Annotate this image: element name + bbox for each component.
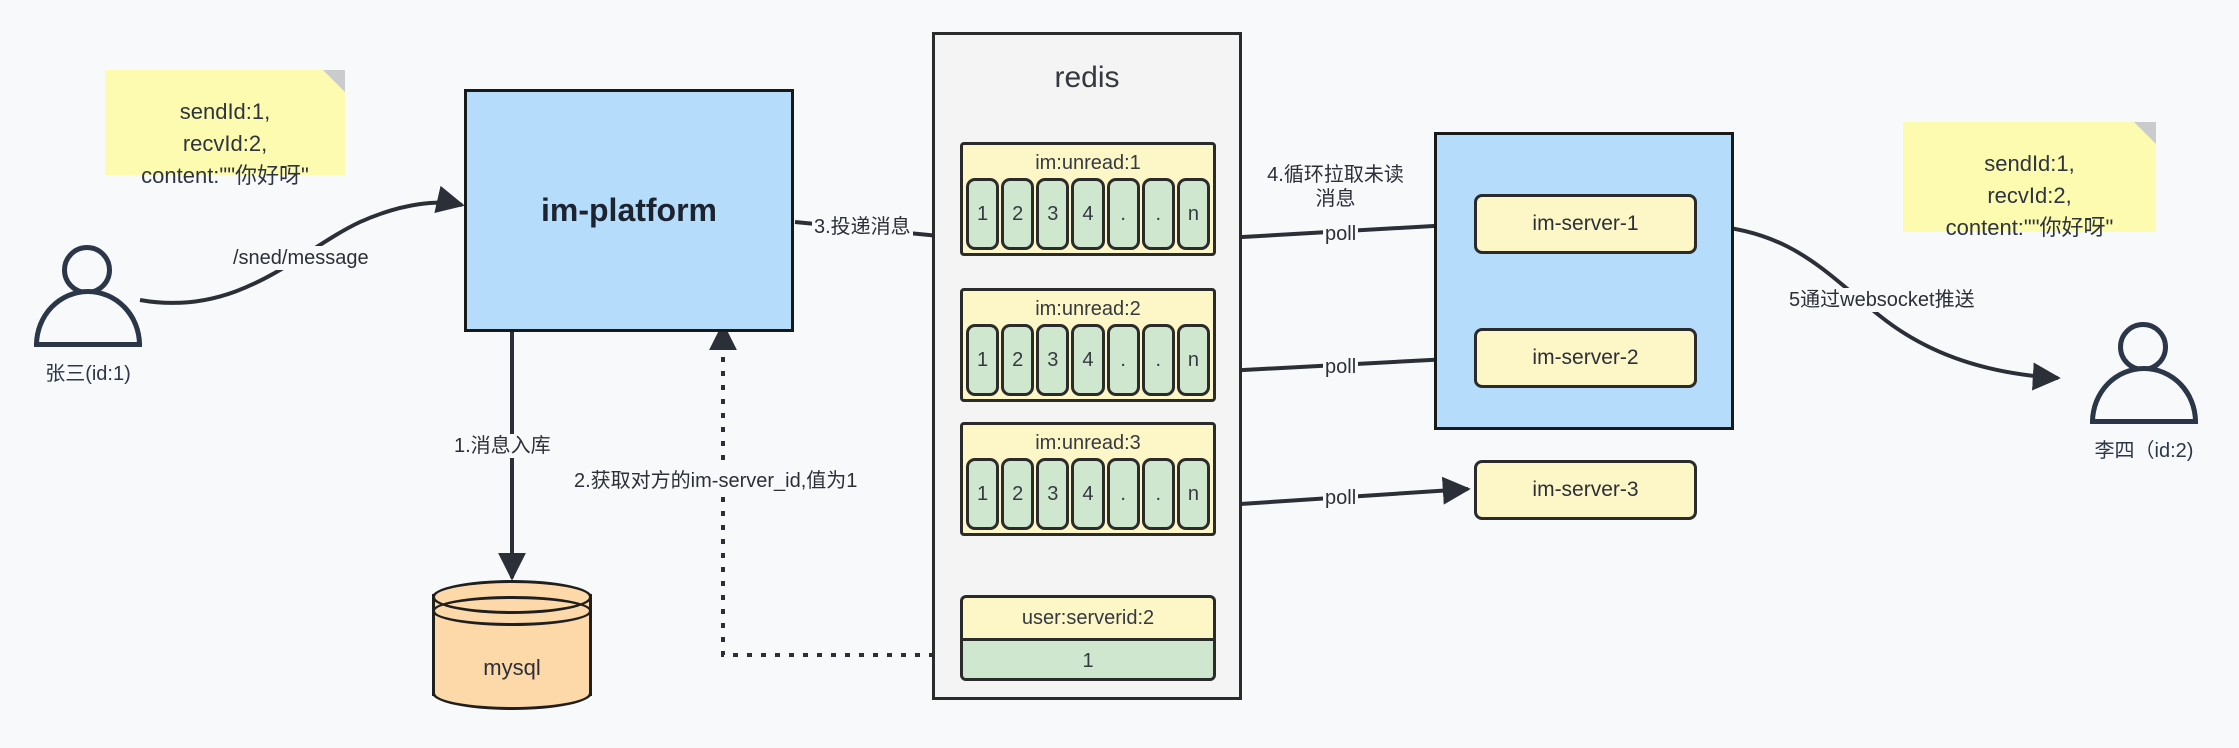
sticky-note-push: sendId:1, recvId:2, content:""你好呀" [1903, 122, 2156, 240]
queue-cell: 2 [1001, 178, 1035, 250]
im-server-2-box[interactable]: im-server-2 [1474, 328, 1697, 388]
queue-cell: . [1141, 324, 1175, 396]
im-server-label: im-server-2 [1532, 346, 1639, 369]
queue-cell: 1 [966, 324, 1000, 396]
queue-cell: 3 [1036, 178, 1070, 250]
actor-head-icon [2118, 322, 2168, 372]
edge-label-poll-2: poll [1323, 355, 1359, 380]
note-fold-icon [2134, 122, 2156, 144]
queue-cell: . [1106, 324, 1140, 396]
edge-label-step5: 5通过websocket推送 [1787, 288, 1977, 313]
actor-body-icon [34, 289, 142, 347]
actor-head-icon [62, 245, 112, 295]
queue-key-label: im:unread:3 [1035, 432, 1141, 454]
queue-cells: 1 2 3 4 . . n [963, 178, 1213, 250]
queue-cell: 1 [966, 178, 1000, 250]
im-server-3-box[interactable]: im-server-3 [1474, 460, 1697, 520]
redis-queue-1[interactable]: im:unread:1 1 2 3 4 . . n [960, 142, 1216, 256]
note-fold-icon [323, 70, 345, 92]
queue-cell: . [1141, 458, 1175, 530]
note-line: sendId:1, [179, 99, 271, 124]
queue-cell: 3 [1036, 458, 1070, 530]
queue-cell: . [1141, 178, 1175, 250]
mysql-datastore[interactable]: mysql [432, 580, 592, 710]
actor-figure-icon [2084, 322, 2204, 426]
queue-cell: n [1176, 178, 1210, 250]
note-line: recvId:2, [182, 130, 268, 156]
queue-cell: 4 [1071, 458, 1105, 530]
queue-cell: . [1106, 178, 1140, 250]
queue-cells: 1 2 3 4 . . n [963, 458, 1213, 530]
queue-cell: 2 [1001, 458, 1035, 530]
redis-kv-user-serverid[interactable]: user:serverid:2 1 [960, 595, 1216, 681]
kv-value-label: 1 [963, 641, 1213, 678]
im-server-1-box[interactable]: im-server-1 [1474, 194, 1697, 254]
queue-cell: 2 [1001, 324, 1035, 396]
im-platform-box[interactable]: im-platform [464, 89, 794, 332]
queue-cell: n [1176, 324, 1210, 396]
edge-label-step1: 1.消息入库 [452, 434, 553, 459]
queue-cell: 4 [1071, 178, 1105, 250]
im-server-label: im-server-1 [1532, 212, 1639, 235]
sticky-note-request: sendId:1, recvId:2, content:""你好呀" [105, 70, 345, 188]
note-line: content:""你好呀" [1945, 214, 2114, 240]
im-server-label: im-server-3 [1532, 478, 1639, 501]
queue-cell: 1 [966, 458, 1000, 530]
queue-cell: 4 [1071, 324, 1105, 396]
actor-body-icon [2090, 366, 2198, 424]
redis-title: redis [1054, 61, 1120, 94]
cylinder-lip [432, 596, 592, 626]
edge-label-poll-3: poll [1323, 486, 1359, 511]
kv-key-label: user:serverid:2 [963, 598, 1213, 641]
redis-queue-2[interactable]: im:unread:2 1 2 3 4 . . n [960, 288, 1216, 402]
actor-sender-label: 张三(id:1) [45, 363, 131, 385]
note-line: sendId:1, [1984, 151, 2075, 176]
edge-label-send-message: /sned/message [231, 246, 371, 271]
edge-label-step4: 4.循环拉取未读消息 [1256, 163, 1415, 212]
queue-cell: . [1106, 458, 1140, 530]
actor-receiver: 李四（id:2) [2084, 322, 2204, 463]
edge-label-poll-1: poll [1323, 222, 1359, 247]
redis-queue-3[interactable]: im:unread:3 1 2 3 4 . . n [960, 422, 1216, 536]
queue-cells: 1 2 3 4 . . n [963, 324, 1213, 396]
note-line: recvId:2, [1987, 182, 2072, 208]
queue-cell: n [1176, 458, 1210, 530]
edge-label-step2: 2.获取对方的im-server_id,值为1 [572, 469, 860, 494]
im-platform-label: im-platform [541, 192, 717, 228]
actor-figure-icon [28, 245, 148, 349]
queue-key-label: im:unread:2 [1035, 298, 1141, 320]
actor-sender: 张三(id:1) [28, 245, 148, 386]
queue-cell: 3 [1036, 324, 1070, 396]
mysql-label: mysql [483, 655, 541, 681]
actor-receiver-label: 李四（id:2) [2094, 440, 2194, 462]
edge-label-step3: 3.投递消息 [812, 215, 913, 240]
note-line: content:""你好呀" [141, 162, 309, 188]
queue-key-label: im:unread:1 [1035, 152, 1141, 174]
